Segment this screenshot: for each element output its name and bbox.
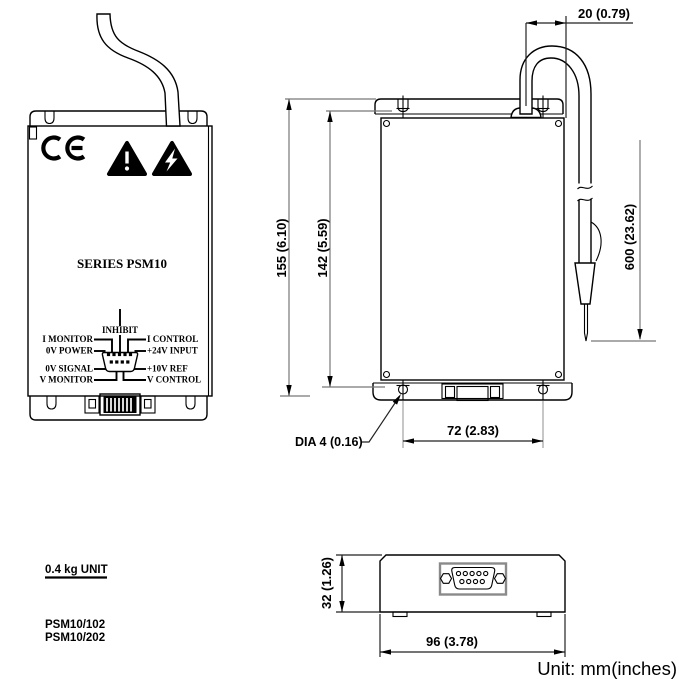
output-lead-probe (574, 262, 596, 305)
front-bottom-flange (29, 393, 208, 421)
front-view: SERIES PSM10 INHIBIT I MONITOR 0V POWER … (27, 13, 213, 421)
dimension-155: 155 (6.10) (274, 98, 376, 397)
pin-label-24v-input: +24V INPUT (147, 346, 198, 356)
dim-lead-length-label: 600 (23.62) (622, 204, 637, 271)
mounting-notch (187, 111, 198, 125)
pin-label-v-monitor: V MONITOR (40, 375, 94, 385)
mounting-hole-left (396, 379, 410, 400)
break-squiggle (577, 185, 593, 190)
high-voltage-triangle-icon (152, 141, 192, 176)
front-mains-cable (96, 13, 181, 127)
bottom-connector (84, 393, 156, 416)
jack-screw-icon (439, 573, 453, 584)
front-top-flange (29, 110, 208, 126)
pin-label-10v-ref: +10V REF (147, 364, 188, 374)
mounting-notch (44, 111, 55, 125)
flange-mounting-slots (396, 95, 550, 118)
dsub-connector-front (101, 351, 139, 373)
pin-label-0v-signal: 0V SIGNAL (45, 364, 93, 374)
dim-overall-height-label: 155 (6.10) (274, 218, 289, 277)
mounting-notch (46, 396, 57, 410)
side-connector (441, 383, 504, 402)
front-corner-tab (28, 126, 38, 140)
dimension-600: 600 (23.62) (591, 140, 656, 342)
side-bottom-flange (372, 379, 573, 402)
cable-break-gap (574, 183, 596, 199)
jack-screw-icon (493, 573, 507, 584)
foot (392, 611, 408, 618)
bottom-view (379, 554, 566, 618)
pin-label-0v-power: 0V POWER (46, 346, 94, 356)
pin-label-inhibit: INHIBIT (102, 325, 138, 335)
dim-hole-spacing-label: 72 (2.83) (447, 423, 499, 438)
dimension-dia4: DIA 4 (0.16) (295, 394, 401, 449)
mounting-hole-right (536, 379, 550, 400)
dim-body-height-label: 142 (5.59) (315, 218, 330, 277)
mounting-notch (185, 396, 196, 410)
pin-label-v-control: V CONTROL (147, 375, 201, 385)
dimension-96: 96 (3.78) (379, 614, 566, 657)
series-title: SERIES PSM10 (77, 256, 167, 271)
dsub9-connector (438, 562, 508, 596)
dimension-72: 72 (2.83) (402, 401, 544, 448)
pin-label-i-control: I CONTROL (147, 334, 198, 344)
notes: 0.4 kg UNIT PSM10/102 PSM10/202 Unit: mm… (45, 564, 677, 679)
model-number-2: PSM10/202 (45, 632, 105, 644)
model-number-1: PSM10/102 (45, 619, 105, 631)
units-note: Unit: mm(inches) (537, 658, 677, 679)
dimension-20: 20 (0.79) (525, 6, 633, 118)
corner-screws (382, 119, 563, 379)
dim-hole-diameter-label: DIA 4 (0.16) (295, 435, 363, 449)
pin-diagram: INHIBIT I MONITOR 0V POWER 0V SIGNAL V M… (40, 309, 201, 385)
foot (536, 611, 552, 618)
side-body (380, 117, 565, 381)
weight-note: 0.4 kg UNIT (45, 564, 108, 576)
probe-tip (583, 304, 589, 342)
dim-depth-label: 32 (1.26) (319, 557, 334, 609)
dimension-32: 32 (1.26) (319, 554, 382, 613)
connector-pins (106, 352, 133, 364)
dim-width-label: 96 (3.78) (426, 634, 478, 649)
cable-strand (590, 221, 602, 262)
dsub-pins (455, 570, 489, 585)
pin-label-i-monitor: I MONITOR (42, 334, 93, 344)
ce-mark-icon (41, 135, 86, 161)
side-view (372, 45, 602, 402)
warning-triangle-icon (107, 141, 147, 176)
dim-cable-offset-label: 20 (0.79) (578, 6, 630, 21)
dimension-142: 142 (5.59) (315, 110, 392, 388)
